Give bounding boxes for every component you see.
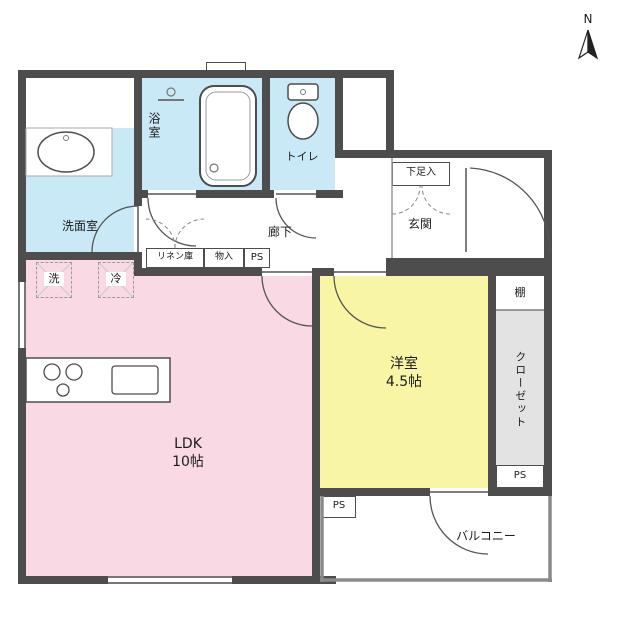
wall-ldk-western-divider [312,276,320,582]
door-arcs [91,167,551,555]
ldk-name: LDK [174,436,202,452]
shoe-cabinet-box [392,162,450,186]
balcony-door-arc [429,495,489,555]
wall-bath-south-b [196,190,274,198]
wall-toilet-south [316,190,343,198]
wall-washroom-south [18,252,134,260]
wall-western-right [488,276,496,496]
toilet-icon [287,83,319,140]
wall-right-outer [544,150,552,496]
label-toilet: トイレ [285,150,319,163]
wall-bath-toilet-divider [262,78,270,198]
window-left [18,282,26,348]
wall-hall-ldk-stub [312,268,334,276]
bathtub-icon [158,85,257,187]
washer-box [36,262,72,298]
label-closet: クローゼット [513,351,527,429]
label-western: 洋室 4.5帖 [344,356,464,391]
stove-icon [43,363,83,397]
label-shoe-cabinet: 下足入 [406,167,436,178]
wall-bottom-right [232,576,336,584]
wall-hall-ldk-a [142,268,262,276]
western-door-arc [333,275,387,329]
label-linen: リネン庫 [156,252,193,262]
window-bottom [108,576,232,584]
north-compass-icon [577,29,599,60]
western-size: 4.5帖 [385,373,423,390]
wall-toilet-right [386,70,394,158]
label-washroom: 洗面室 [61,219,98,233]
fridge-box [98,262,134,298]
label-bath: 浴室 [147,112,161,140]
ldk-size: 10帖 [172,453,204,470]
ps-right-box [496,465,544,488]
wall-western-south [320,488,430,496]
label-ldk: LDK 10帖 [128,436,248,471]
wall-bath-south-a [134,190,148,198]
wall-entrance-south [386,258,552,276]
bath-door-arc [147,197,197,247]
wall-closet-south [488,488,552,496]
kitchen-sink-icon [111,365,159,395]
kitchen-counter-icon [25,357,171,403]
label-ps-hall: PS [250,252,264,263]
wall-left-upper [18,70,26,282]
door-panels [137,168,488,493]
label-hallway: 廊下 [267,225,292,239]
ldk-door-arc [261,275,313,327]
label-fridge: 冷 [106,272,126,286]
folding-door-arcs [145,185,451,249]
western-name: 洋室 [390,356,418,372]
cabinet-box [204,248,244,268]
label-balcony: バルコニー [456,529,516,543]
wall-left-lower [18,348,26,584]
room-ldk [26,276,312,576]
front-door-arc [469,167,551,253]
duct-notch [206,62,246,71]
label-ps-right: PS [513,470,527,481]
label-cabinet: 物入 [214,252,233,262]
sink-icon [25,127,113,177]
wall-washroom-bath-divider [134,78,142,206]
label-washer: 洗 [44,272,64,286]
washroom-door-arc [91,205,139,253]
toilet-door-arc [275,197,317,239]
label-entrance: 玄関 [407,217,432,231]
wall-bottom-left [18,576,108,584]
compass-label: N [583,12,593,26]
washroom-counter-area [26,78,134,128]
balcony-walls [320,496,552,582]
ps-hall-box [244,248,270,268]
linen-box [146,248,204,268]
wall-entrance-top [343,150,552,158]
wall-toilet-void-divider [335,70,343,158]
label-shelf: 棚 [514,286,526,299]
room-closet [496,310,544,465]
wall-washroom-right-lower [134,252,142,276]
wall-top [18,70,394,78]
label-ps-bottom: PS [332,500,346,511]
